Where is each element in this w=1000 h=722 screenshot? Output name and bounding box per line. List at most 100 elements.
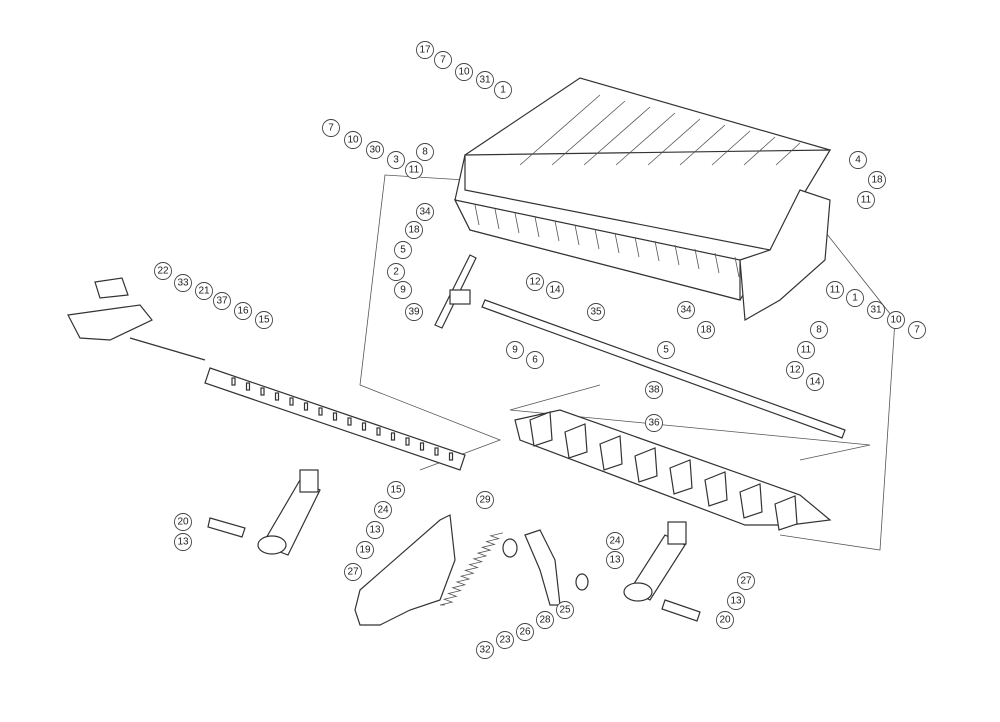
callout-circle [506, 341, 524, 359]
callout-13: 13 [606, 551, 624, 569]
hole [289, 397, 294, 406]
callout-15: 15 [255, 311, 273, 329]
callout-number: 8 [816, 325, 822, 336]
callout-10: 10 [887, 311, 905, 329]
callout-number: 12 [789, 365, 801, 376]
callout-27: 27 [344, 563, 362, 581]
callout-25: 25 [556, 601, 574, 619]
callout-14: 14 [806, 373, 824, 391]
callout-circle [857, 191, 875, 209]
callout-circle [536, 611, 554, 629]
callout-circle [677, 301, 695, 319]
slot [714, 252, 720, 274]
callout-circle [154, 262, 172, 280]
callout-number: 38 [648, 385, 660, 396]
callout-number: 13 [609, 555, 621, 566]
callout-circle [606, 551, 624, 569]
callout-number: 24 [377, 505, 389, 516]
lever-part-28 [524, 529, 561, 606]
hole [318, 407, 323, 416]
slot [694, 248, 700, 270]
callout-circle [496, 631, 514, 649]
callout-26: 26 [516, 623, 534, 641]
callout-circle [405, 303, 423, 321]
callout-9: 9 [506, 341, 524, 359]
plate-part-32 [354, 514, 456, 626]
pin-part-20-right [661, 599, 701, 622]
callout-16: 16 [234, 302, 252, 320]
callout-number: 1 [852, 293, 858, 304]
callout-number: 18 [871, 175, 883, 186]
rib [551, 100, 626, 166]
callout-number: 25 [559, 605, 571, 616]
callout-number: 15 [258, 315, 270, 326]
callout-circle [516, 623, 534, 641]
callout-circle [476, 71, 494, 89]
callout-circle [366, 141, 384, 159]
callout-23: 23 [496, 631, 514, 649]
callout-circle [174, 274, 192, 292]
rib [583, 106, 651, 166]
callout-circle [849, 151, 867, 169]
rod-part-21 [129, 337, 206, 361]
callout-15: 15 [387, 481, 405, 499]
callout-circle [867, 301, 885, 319]
callout-number: 21 [198, 286, 210, 297]
callout-circle [366, 521, 384, 539]
callout-10: 10 [455, 63, 473, 81]
slot [594, 228, 600, 250]
callout-number: 26 [519, 627, 531, 638]
callout-number: 16 [237, 306, 249, 317]
callout-13: 13 [727, 592, 745, 610]
callout-circle [846, 289, 864, 307]
callout-number: 9 [512, 345, 518, 356]
callout-number: 37 [216, 296, 228, 307]
callout-circle [786, 361, 804, 379]
callout-33: 33 [174, 274, 192, 292]
callout-14: 14 [546, 281, 564, 299]
callout-circle [405, 221, 423, 239]
callout-number: 34 [680, 305, 692, 316]
callout-circle [387, 151, 405, 169]
callout-number: 20 [719, 615, 731, 626]
hole [376, 427, 381, 436]
spring-part-23 [439, 532, 503, 606]
coil [439, 532, 503, 606]
beam-part-36 [514, 409, 832, 531]
callout-11: 11 [405, 161, 423, 179]
callout-number: 17 [419, 45, 431, 56]
callout-24: 24 [606, 532, 624, 550]
callout-24: 24 [374, 501, 392, 519]
slot [734, 256, 740, 278]
callout-circle [394, 241, 412, 259]
callout-circle [727, 592, 745, 610]
callout-circle [344, 563, 362, 581]
callout-circle [255, 311, 273, 329]
callout-20: 20 [716, 611, 734, 629]
callout-number: 20 [177, 517, 189, 528]
callout-circle [737, 572, 755, 590]
callout-number: 32 [479, 645, 491, 656]
callout-number: 13 [369, 525, 381, 536]
callout-circle [546, 281, 564, 299]
callout-circle [405, 161, 423, 179]
callout-39: 39 [405, 303, 423, 321]
callout-number: 22 [157, 266, 169, 277]
callout-30: 30 [366, 141, 384, 159]
callout-number: 36 [648, 418, 660, 429]
callout-number: 34 [419, 207, 431, 218]
callout-circle [806, 373, 824, 391]
callout-1: 1 [494, 81, 512, 99]
bracket-part-33 [67, 304, 153, 341]
slot [654, 240, 660, 262]
callout-31: 31 [476, 71, 494, 89]
callout-6: 6 [526, 351, 544, 369]
tube-part-37 [204, 367, 466, 471]
bushing-part-26 [502, 538, 518, 558]
callout-number: 7 [440, 55, 446, 66]
callout-17: 17 [416, 41, 434, 59]
callout-38: 38 [645, 381, 663, 399]
slot [614, 232, 620, 254]
